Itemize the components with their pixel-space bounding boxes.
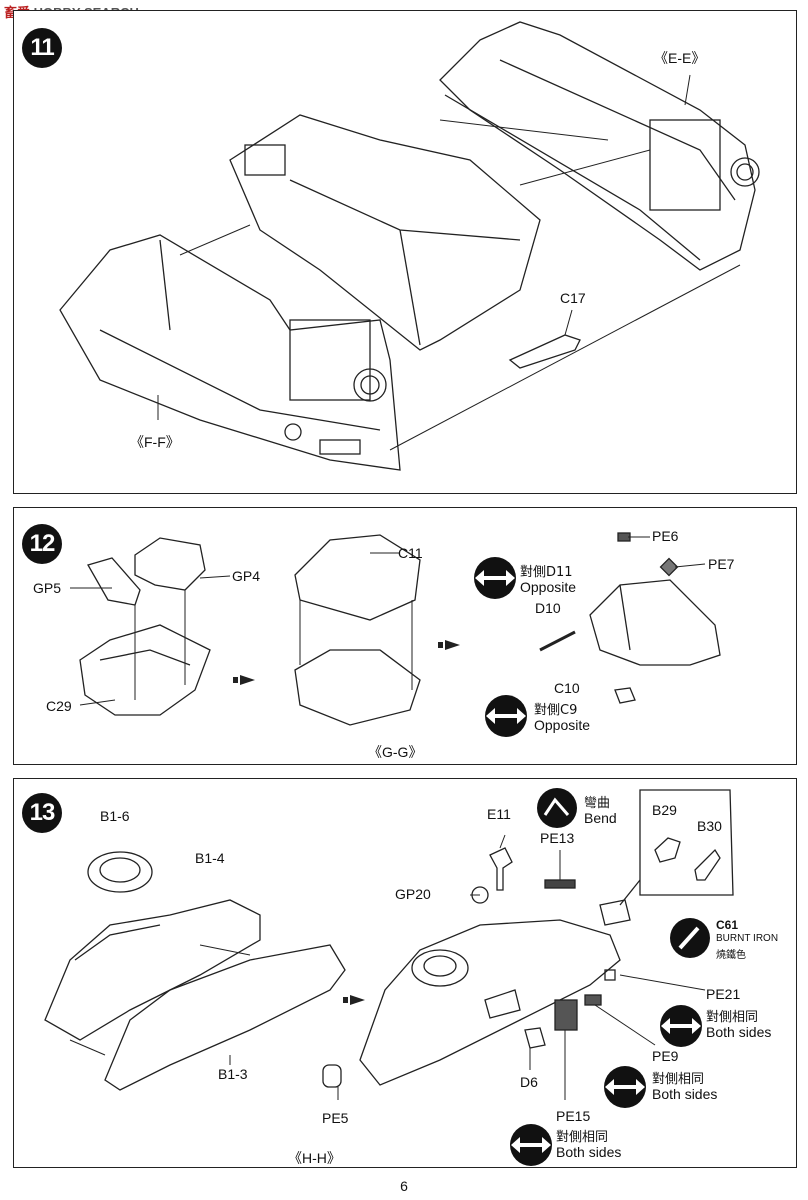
assembly-hh xyxy=(359,919,621,1086)
paint-name-cn: 燒鐵色 xyxy=(716,950,746,961)
part-b29 xyxy=(654,837,681,863)
part-b1-6 xyxy=(87,851,153,893)
section-gg-label: 《G-G》 xyxy=(368,744,423,760)
part-b1-6-label: B1-6 xyxy=(100,808,130,824)
pe15-both-sides-en: Both sides xyxy=(556,1144,622,1160)
part-c29 xyxy=(79,624,211,716)
arrow-step12-b xyxy=(445,640,460,650)
paint-code-badge: C61 xyxy=(716,918,739,932)
part-pe13 xyxy=(544,879,576,889)
part-pe15-label: PE15 xyxy=(556,1108,591,1124)
part-gp4 xyxy=(134,537,206,591)
part-pe7-label: PE7 xyxy=(708,556,735,572)
step-13-panel xyxy=(13,778,797,1168)
part-c17-label: C17 xyxy=(560,290,586,306)
part-c17 xyxy=(508,334,581,369)
part-d6-label: D6 xyxy=(520,1074,538,1090)
front-frame-ff xyxy=(59,234,401,471)
part-b1-3-label: B1-3 xyxy=(218,1066,248,1082)
part-pe13-label: PE13 xyxy=(540,830,575,846)
part-b30 xyxy=(694,848,721,881)
page-number: 6 xyxy=(400,1178,408,1194)
step-12-badge: 12 xyxy=(22,524,62,564)
step-11-panel xyxy=(13,10,797,494)
pe9-both-sides-en: Both sides xyxy=(652,1086,718,1102)
part-b1-3 xyxy=(104,944,346,1091)
part-pe9-label: PE9 xyxy=(652,1048,679,1064)
step-11-badge: 11 xyxy=(22,28,62,68)
both-sides-icon xyxy=(510,1124,552,1166)
opposite-d11-cn: 對側D11 xyxy=(520,565,573,580)
section-ee-label: 《E-E》 xyxy=(654,50,706,66)
assembly-gg-top xyxy=(294,534,421,621)
part-gp20-label: GP20 xyxy=(395,886,431,902)
part-b1-4-label: B1-4 xyxy=(195,850,225,866)
part-b1-4 xyxy=(44,899,261,1041)
part-d10-label: D10 xyxy=(535,600,561,616)
pe21-both-sides-cn: 對側相同 xyxy=(706,1010,759,1025)
opposite-side-icon xyxy=(474,557,516,599)
part-gp4-label: GP4 xyxy=(232,568,261,584)
engine-block xyxy=(229,114,541,351)
part-e11-label: E11 xyxy=(487,806,511,822)
arrow-step12-a xyxy=(240,675,255,685)
part-gp5-label: GP5 xyxy=(33,580,62,596)
part-b29-label: B29 xyxy=(652,802,677,818)
pe9-both-sides-cn: 對側相同 xyxy=(652,1072,705,1087)
opposite-d11-en: Opposite xyxy=(520,579,577,595)
callout-box xyxy=(639,789,734,896)
assembly-gg-bottom xyxy=(294,649,421,726)
pe15-both-sides-cn: 對側相同 xyxy=(556,1130,609,1145)
opposite-c9-cn: 對側C9 xyxy=(534,703,578,718)
section-ff-label: 《F-F》 xyxy=(130,434,180,450)
part-pe6-label: PE6 xyxy=(652,528,679,544)
arrow-step13 xyxy=(350,995,365,1005)
opposite-side-icon xyxy=(485,695,527,737)
both-sides-icon xyxy=(660,1005,702,1047)
bend-icon xyxy=(537,788,577,828)
part-c29-label: C29 xyxy=(46,698,72,714)
part-c11-label: C11 xyxy=(398,545,423,561)
part-pe5-label: PE5 xyxy=(322,1110,349,1126)
pe21-both-sides-en: Both sides xyxy=(706,1024,772,1040)
part-pe5 xyxy=(322,1064,342,1088)
part-gp5 xyxy=(87,557,141,606)
step-13-badge: 13 xyxy=(22,793,62,833)
part-b30-label: B30 xyxy=(697,818,722,834)
bend-en: Bend xyxy=(584,810,617,826)
part-pe21-label: PE21 xyxy=(706,986,741,1002)
both-sides-icon xyxy=(604,1066,646,1108)
paint-name-en: BURNT IRON xyxy=(716,933,779,944)
section-hh-label: 《H-H》 xyxy=(288,1150,341,1166)
assembly-detail xyxy=(589,579,721,666)
opposite-c9-en: Opposite xyxy=(534,717,591,733)
part-e11 xyxy=(489,847,513,891)
bend-cn: 彎曲 xyxy=(584,796,611,811)
part-c10-label: C10 xyxy=(554,680,580,696)
